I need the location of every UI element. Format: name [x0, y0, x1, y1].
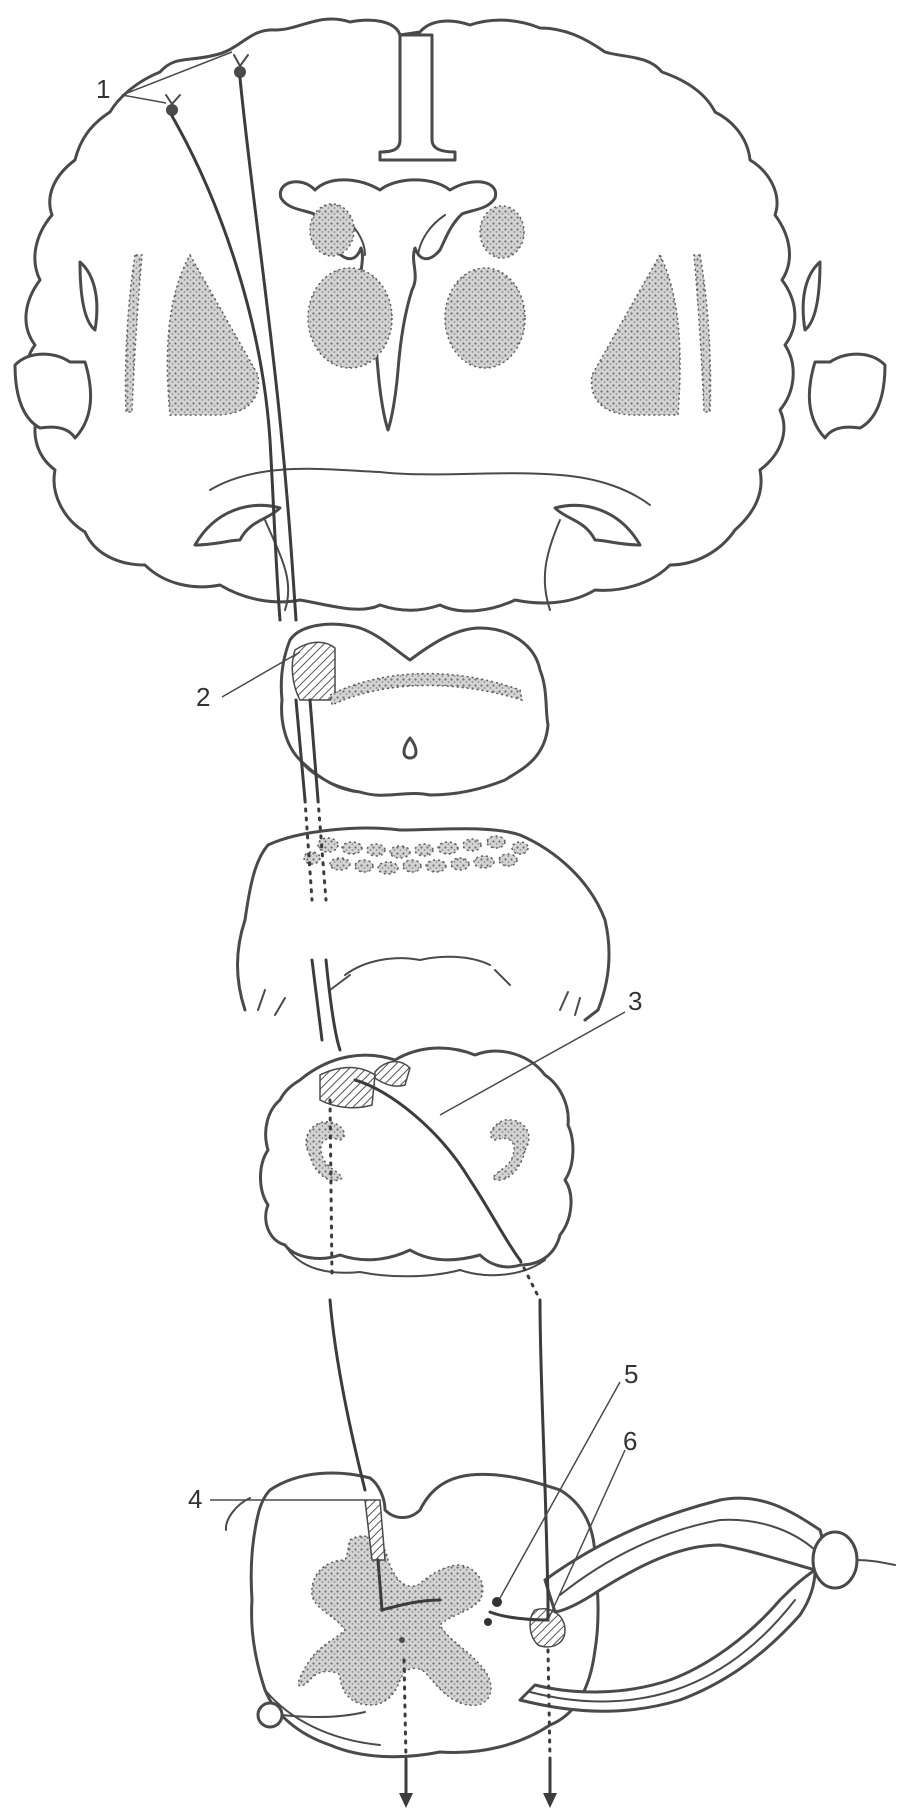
- midbrain-section: [281, 624, 548, 795]
- label-3-text: 3: [628, 986, 642, 1016]
- brain-coronal-section: [15, 19, 885, 611]
- arrow-down-icon: [399, 1793, 413, 1808]
- label-4-text: 4: [188, 1484, 202, 1514]
- spinal-cord-section: [226, 1473, 895, 1757]
- medulla-section: [261, 1048, 573, 1276]
- label-2-text: 2: [196, 682, 210, 712]
- label-1-text: 1: [96, 74, 110, 104]
- arrow-down-icon: [543, 1793, 557, 1808]
- pons-section: [238, 828, 610, 1020]
- label-5-text: 5: [624, 1359, 638, 1389]
- label-6-text: 6: [623, 1426, 637, 1456]
